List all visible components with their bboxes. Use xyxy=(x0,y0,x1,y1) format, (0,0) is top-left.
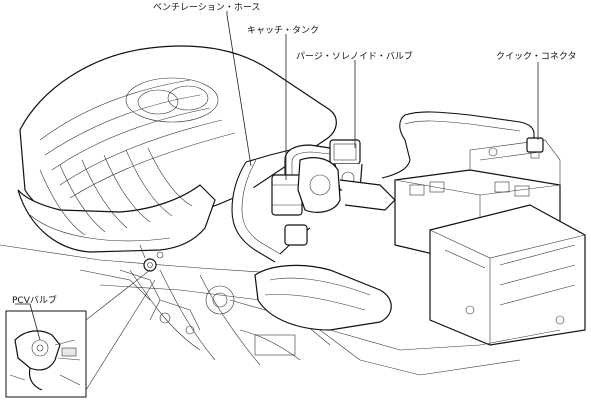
label-quick-connector: クイック・コネクタ xyxy=(496,51,576,62)
radiator-support xyxy=(79,269,561,376)
air-cleaner-box xyxy=(429,204,586,346)
quick-connector xyxy=(526,137,544,153)
label-pcv-valve: PCVバルブ xyxy=(12,294,57,306)
air-intake-duct xyxy=(254,264,392,331)
intake-manifold xyxy=(17,147,216,253)
right-bracket xyxy=(469,139,561,185)
label-ventilation-hose: ベンチレーション・ホース xyxy=(153,2,260,13)
lower-left-details xyxy=(119,269,201,335)
throttle-body xyxy=(297,157,396,213)
label-purge-solenoid-valve: パージ・ソレノイド・バルブ xyxy=(296,50,413,62)
quick-connector-hose xyxy=(381,111,544,179)
label-catch-tank: キャッチ・タンク xyxy=(247,25,319,36)
pcv-valve-inset xyxy=(5,269,156,398)
pcv-valve-mount xyxy=(139,244,164,272)
ventilation-hose xyxy=(231,149,311,263)
leader-lines xyxy=(15,11,539,341)
